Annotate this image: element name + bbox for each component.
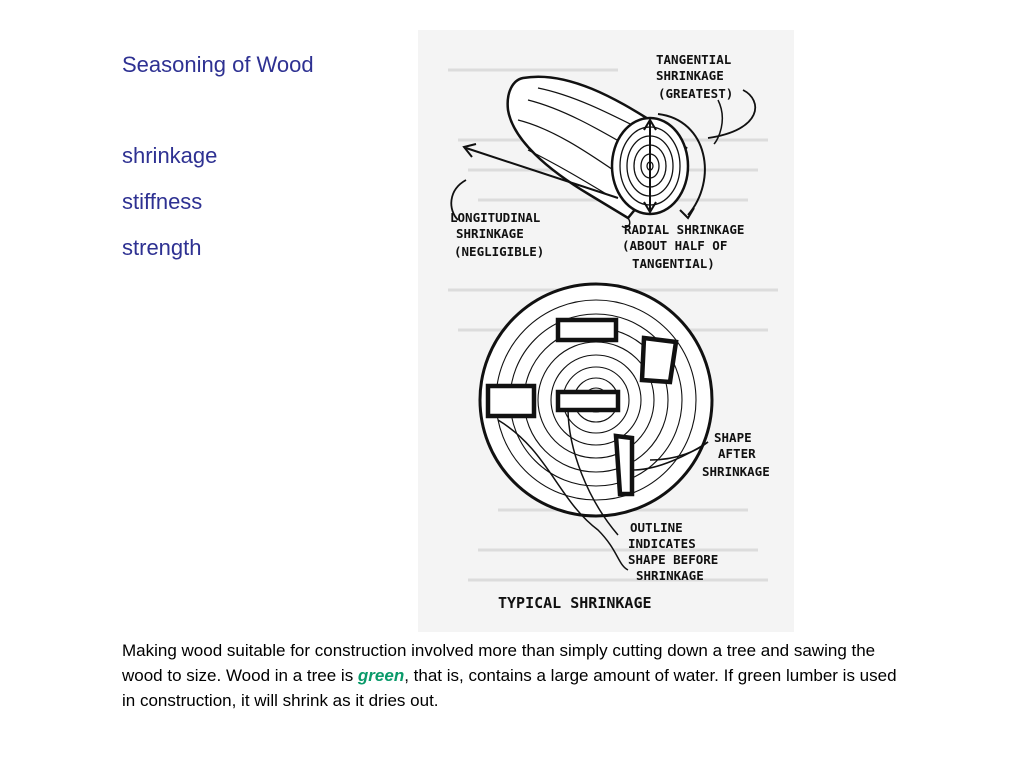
svg-text:SHRINKAGE: SHRINKAGE xyxy=(702,464,770,479)
svg-text:SHAPE: SHAPE xyxy=(714,430,752,445)
log-drawing xyxy=(450,75,757,229)
tangential-label: TANGENTIAL SHRINKAGE (GREATEST) xyxy=(656,52,733,101)
svg-text:(GREATEST): (GREATEST) xyxy=(658,86,733,101)
slide-title: Seasoning of Wood xyxy=(122,52,314,77)
svg-text:SHRINKAGE: SHRINKAGE xyxy=(636,568,704,583)
longitudinal-label: LONGITUDINAL SHRINKAGE (NEGLIGIBLE) xyxy=(450,210,544,259)
bullet-item: stiffness xyxy=(122,189,203,214)
shrinkage-drawing: TANGENTIAL SHRINKAGE (GREATEST) LONGITUD… xyxy=(448,52,778,612)
svg-text:INDICATES: INDICATES xyxy=(628,536,696,551)
radial-label: RADIAL SHRINKAGE (ABOUT HALF OF TANGENTI… xyxy=(622,222,744,271)
bullet-item: shrinkage xyxy=(122,143,218,168)
body-text-start: Making wood suitable for construction in… xyxy=(122,641,876,685)
svg-text:SHRINKAGE: SHRINKAGE xyxy=(656,68,724,83)
svg-text:LONGITUDINAL: LONGITUDINAL xyxy=(450,210,541,225)
svg-text:AFTER: AFTER xyxy=(718,446,756,461)
figure-caption: TYPICAL SHRINKAGE xyxy=(498,594,652,612)
svg-text:TANGENTIAL: TANGENTIAL xyxy=(656,52,732,67)
svg-text:SHRINKAGE: SHRINKAGE xyxy=(456,226,524,241)
green-term: green xyxy=(357,666,405,685)
shrinkage-illustration: TANGENTIAL SHRINKAGE (GREATEST) LONGITUD… xyxy=(418,30,794,632)
svg-text:OUTLINE: OUTLINE xyxy=(630,520,683,535)
cross-section-drawing xyxy=(478,282,714,571)
shape-after-label: SHAPE AFTER SHRINKAGE xyxy=(702,430,770,479)
body-paragraph: Making wood suitable for construction in… xyxy=(122,638,902,713)
svg-text:TANGENTIAL): TANGENTIAL) xyxy=(632,256,715,271)
svg-text:RADIAL SHRINKAGE: RADIAL SHRINKAGE xyxy=(624,222,744,237)
outline-label: OUTLINE INDICATES SHAPE BEFORE SHRINKAGE xyxy=(628,520,718,583)
body-text-end: , that is, contains a large amount of wa… xyxy=(122,666,897,710)
svg-text:(NEGLIGIBLE): (NEGLIGIBLE) xyxy=(454,244,544,259)
bullet-list: shrinkage stiffness strength xyxy=(122,142,217,280)
svg-text:(ABOUT HALF OF: (ABOUT HALF OF xyxy=(622,238,727,253)
bullet-item: strength xyxy=(122,235,202,260)
svg-text:SHAPE BEFORE: SHAPE BEFORE xyxy=(628,552,718,567)
